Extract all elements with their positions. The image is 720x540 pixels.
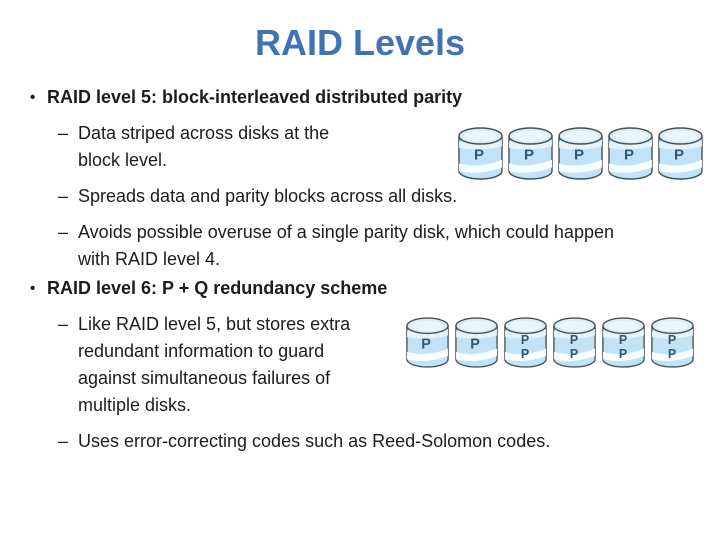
dash-marker: – xyxy=(58,314,69,334)
bullet-text: Avoids possible overuse of a single pari… xyxy=(78,219,614,273)
disk-label: P xyxy=(570,347,578,361)
sub-bullet-item: –Spreads data and parity blocks across a… xyxy=(0,183,720,210)
disk-label: P xyxy=(619,347,627,361)
dash-marker: – xyxy=(58,431,69,451)
disk: P xyxy=(405,316,450,370)
disk-cylinder: P xyxy=(508,127,553,180)
disk-label: P xyxy=(470,336,480,352)
sub-bullet-item: –Avoids possible overuse of a single par… xyxy=(0,219,720,273)
disk-cylinder: P xyxy=(406,317,449,368)
bullet-text: RAID level 6: P + Q redundancy scheme xyxy=(47,275,387,302)
disk-label: P xyxy=(574,147,584,164)
disk: P xyxy=(657,126,704,182)
disk-label: P xyxy=(668,333,676,347)
disk: P xyxy=(507,126,554,182)
bullet-text-line: Spreads data and parity blocks across al… xyxy=(78,186,458,206)
sub-bullet-item: –Data striped across disks at the block l… xyxy=(0,120,720,174)
disk-cylinder: PP xyxy=(602,317,645,368)
disk: P xyxy=(454,316,499,370)
disk-label: P xyxy=(524,147,534,164)
bullet-text: Like RAID level 5, but stores extra redun… xyxy=(78,311,350,419)
disk-label: P xyxy=(619,333,627,347)
disk-cylinder: P xyxy=(458,127,503,180)
bullet-text: Spreads data and parity blocks across al… xyxy=(78,183,457,210)
bullet-text-line: RAID level 5: block-interleaved distribu… xyxy=(47,87,463,107)
bullet-text-line: Data striped across disks at the xyxy=(78,123,330,143)
bullet-text-line: against simultaneous failures of xyxy=(78,368,331,388)
bullet-list: • RAID level 5: block-interleaved distrib… xyxy=(0,84,720,455)
disk-label: P xyxy=(474,147,484,164)
disk-label: P xyxy=(521,347,529,361)
bullet-text-line: with RAID level 4. xyxy=(78,249,221,269)
disk-cylinder: P xyxy=(558,127,603,180)
bullet-text-line: RAID level 6: P + Q redundancy scheme xyxy=(47,278,388,298)
dash-marker: – xyxy=(58,222,69,242)
dash-marker: – xyxy=(58,186,69,206)
disk: P xyxy=(607,126,654,182)
disk-label: P xyxy=(624,147,634,164)
bullet-text: Data striped across disks at the block le… xyxy=(78,120,329,174)
bullet-marker: • xyxy=(30,280,36,297)
bullet-text-line: redundant information to guard xyxy=(78,341,325,361)
disk-label: P xyxy=(570,333,578,347)
bullet-marker: • xyxy=(30,89,36,106)
disk-cylinder: PP xyxy=(504,317,547,368)
slide-title: RAID Levels xyxy=(254,22,466,63)
disk-cylinder: PP xyxy=(651,317,694,368)
disk-label: P xyxy=(421,336,431,352)
sub-bullet-item: –Uses error-correcting codes such as Ree… xyxy=(0,428,720,455)
disk-cylinder: P xyxy=(455,317,498,368)
bullet-item: • RAID level 6: P + Q redundancy scheme xyxy=(0,275,720,302)
disk-cylinder: P xyxy=(608,127,653,180)
bullet-text-line: Uses error-correcting codes such as Reed… xyxy=(78,431,551,451)
disk-cylinder: P xyxy=(658,127,703,180)
bullet-item: • RAID level 5: block-interleaved distrib… xyxy=(0,84,720,111)
bullet-text-line: multiple disks. xyxy=(78,395,192,415)
disk-label: P xyxy=(521,333,529,347)
raid5-disks-figure: P P P P xyxy=(457,126,704,182)
bullet-text: RAID level 5: block-interleaved distribu… xyxy=(47,84,462,111)
disk: P xyxy=(457,126,504,182)
disk-cylinder: PP xyxy=(553,317,596,368)
disk-label: P xyxy=(668,347,676,361)
bullet-text-line: Like RAID level 5, but stores extra xyxy=(78,314,351,334)
disk: P xyxy=(557,126,604,182)
dash-marker: – xyxy=(58,123,69,143)
disk-label: P xyxy=(674,147,684,164)
bullet-text: Uses error-correcting codes such as Reed… xyxy=(78,428,550,455)
bullet-text-line: block level. xyxy=(78,150,168,170)
bullet-text-line: Avoids possible overuse of a single pari… xyxy=(78,222,614,242)
sub-bullet-item: –Like RAID level 5, but stores extra redu… xyxy=(0,311,720,419)
